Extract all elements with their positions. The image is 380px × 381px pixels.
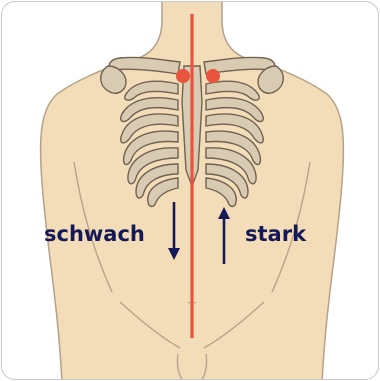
point-right	[206, 69, 220, 83]
label-weak: schwach	[44, 224, 145, 245]
point-left	[176, 69, 190, 83]
label-strong: stark	[245, 224, 306, 245]
